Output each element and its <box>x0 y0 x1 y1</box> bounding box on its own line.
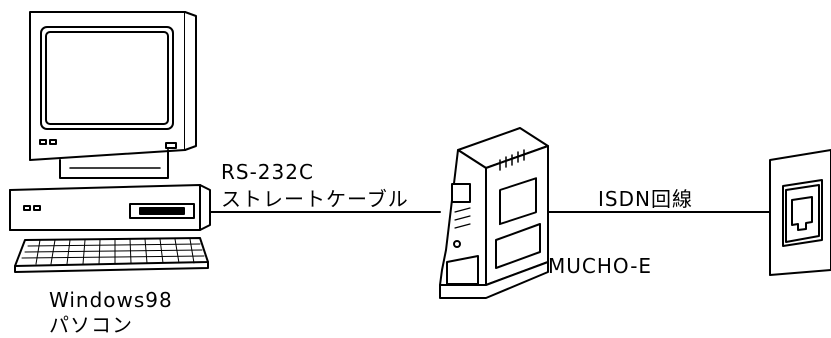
pc-label-line2: パソコン <box>49 313 133 337</box>
cable-label-line1: RS-232C <box>221 160 314 184</box>
pc-label-line1: Windows98 <box>49 288 173 312</box>
wall-jack-icon <box>769 149 831 276</box>
computer-icon <box>9 11 211 273</box>
device-label: MUCHO-E <box>548 254 653 278</box>
router-icon <box>439 127 549 299</box>
isdn-label: ISDN回線 <box>598 187 693 211</box>
cable-label-line2: ストレートケーブル <box>221 187 409 211</box>
